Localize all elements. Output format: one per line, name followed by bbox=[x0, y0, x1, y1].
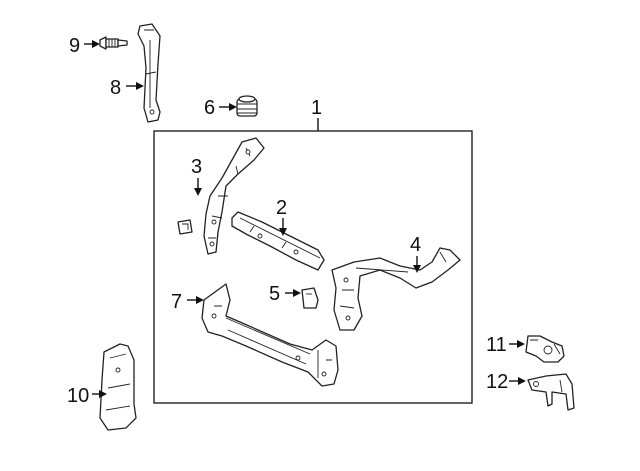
assembly-box bbox=[153, 130, 473, 404]
part-9-bolt[interactable] bbox=[99, 36, 128, 50]
callout-5[interactable]: 5 bbox=[269, 283, 280, 305]
arrowhead-9 bbox=[92, 40, 100, 48]
arrowhead-4 bbox=[413, 265, 421, 273]
callout-3[interactable]: 3 bbox=[191, 156, 202, 178]
callout-9[interactable]: 9 bbox=[69, 35, 80, 57]
part-4-side-member[interactable] bbox=[331, 247, 461, 331]
arrowhead-11 bbox=[517, 340, 525, 348]
part-11-latch[interactable] bbox=[525, 335, 565, 363]
part-2-upper-member[interactable] bbox=[231, 211, 325, 271]
arrowhead-10 bbox=[99, 390, 107, 398]
arrowhead-12 bbox=[518, 377, 526, 385]
callout-4[interactable]: 4 bbox=[410, 234, 421, 256]
arrowhead-3 bbox=[194, 188, 202, 196]
part-5-small-bracket[interactable] bbox=[301, 287, 319, 309]
part-6-stopper[interactable] bbox=[236, 95, 258, 117]
callout-7[interactable]: 7 bbox=[171, 291, 182, 313]
callout-10[interactable]: 10 bbox=[67, 385, 89, 407]
part-3-side-support[interactable] bbox=[203, 137, 265, 255]
arrowhead-8 bbox=[136, 82, 144, 90]
arrowhead-2 bbox=[279, 228, 287, 236]
callout-11[interactable]: 11 bbox=[486, 334, 507, 356]
arrowhead-7 bbox=[196, 296, 204, 304]
part-8-vertical-bracket[interactable] bbox=[137, 23, 161, 123]
part-7-lower-crossmember[interactable] bbox=[201, 283, 339, 387]
callout-12[interactable]: 12 bbox=[486, 371, 508, 393]
arrowhead-6 bbox=[229, 103, 237, 111]
callout-1[interactable]: 1 bbox=[311, 97, 322, 119]
callout-6[interactable]: 6 bbox=[204, 97, 215, 119]
part-12-latch-bracket[interactable] bbox=[527, 373, 575, 411]
part-10-shield[interactable] bbox=[99, 343, 137, 431]
callout-2[interactable]: 2 bbox=[276, 197, 287, 219]
small-clip bbox=[177, 219, 193, 235]
arrowhead-5 bbox=[293, 289, 301, 297]
callout-8[interactable]: 8 bbox=[110, 77, 121, 99]
